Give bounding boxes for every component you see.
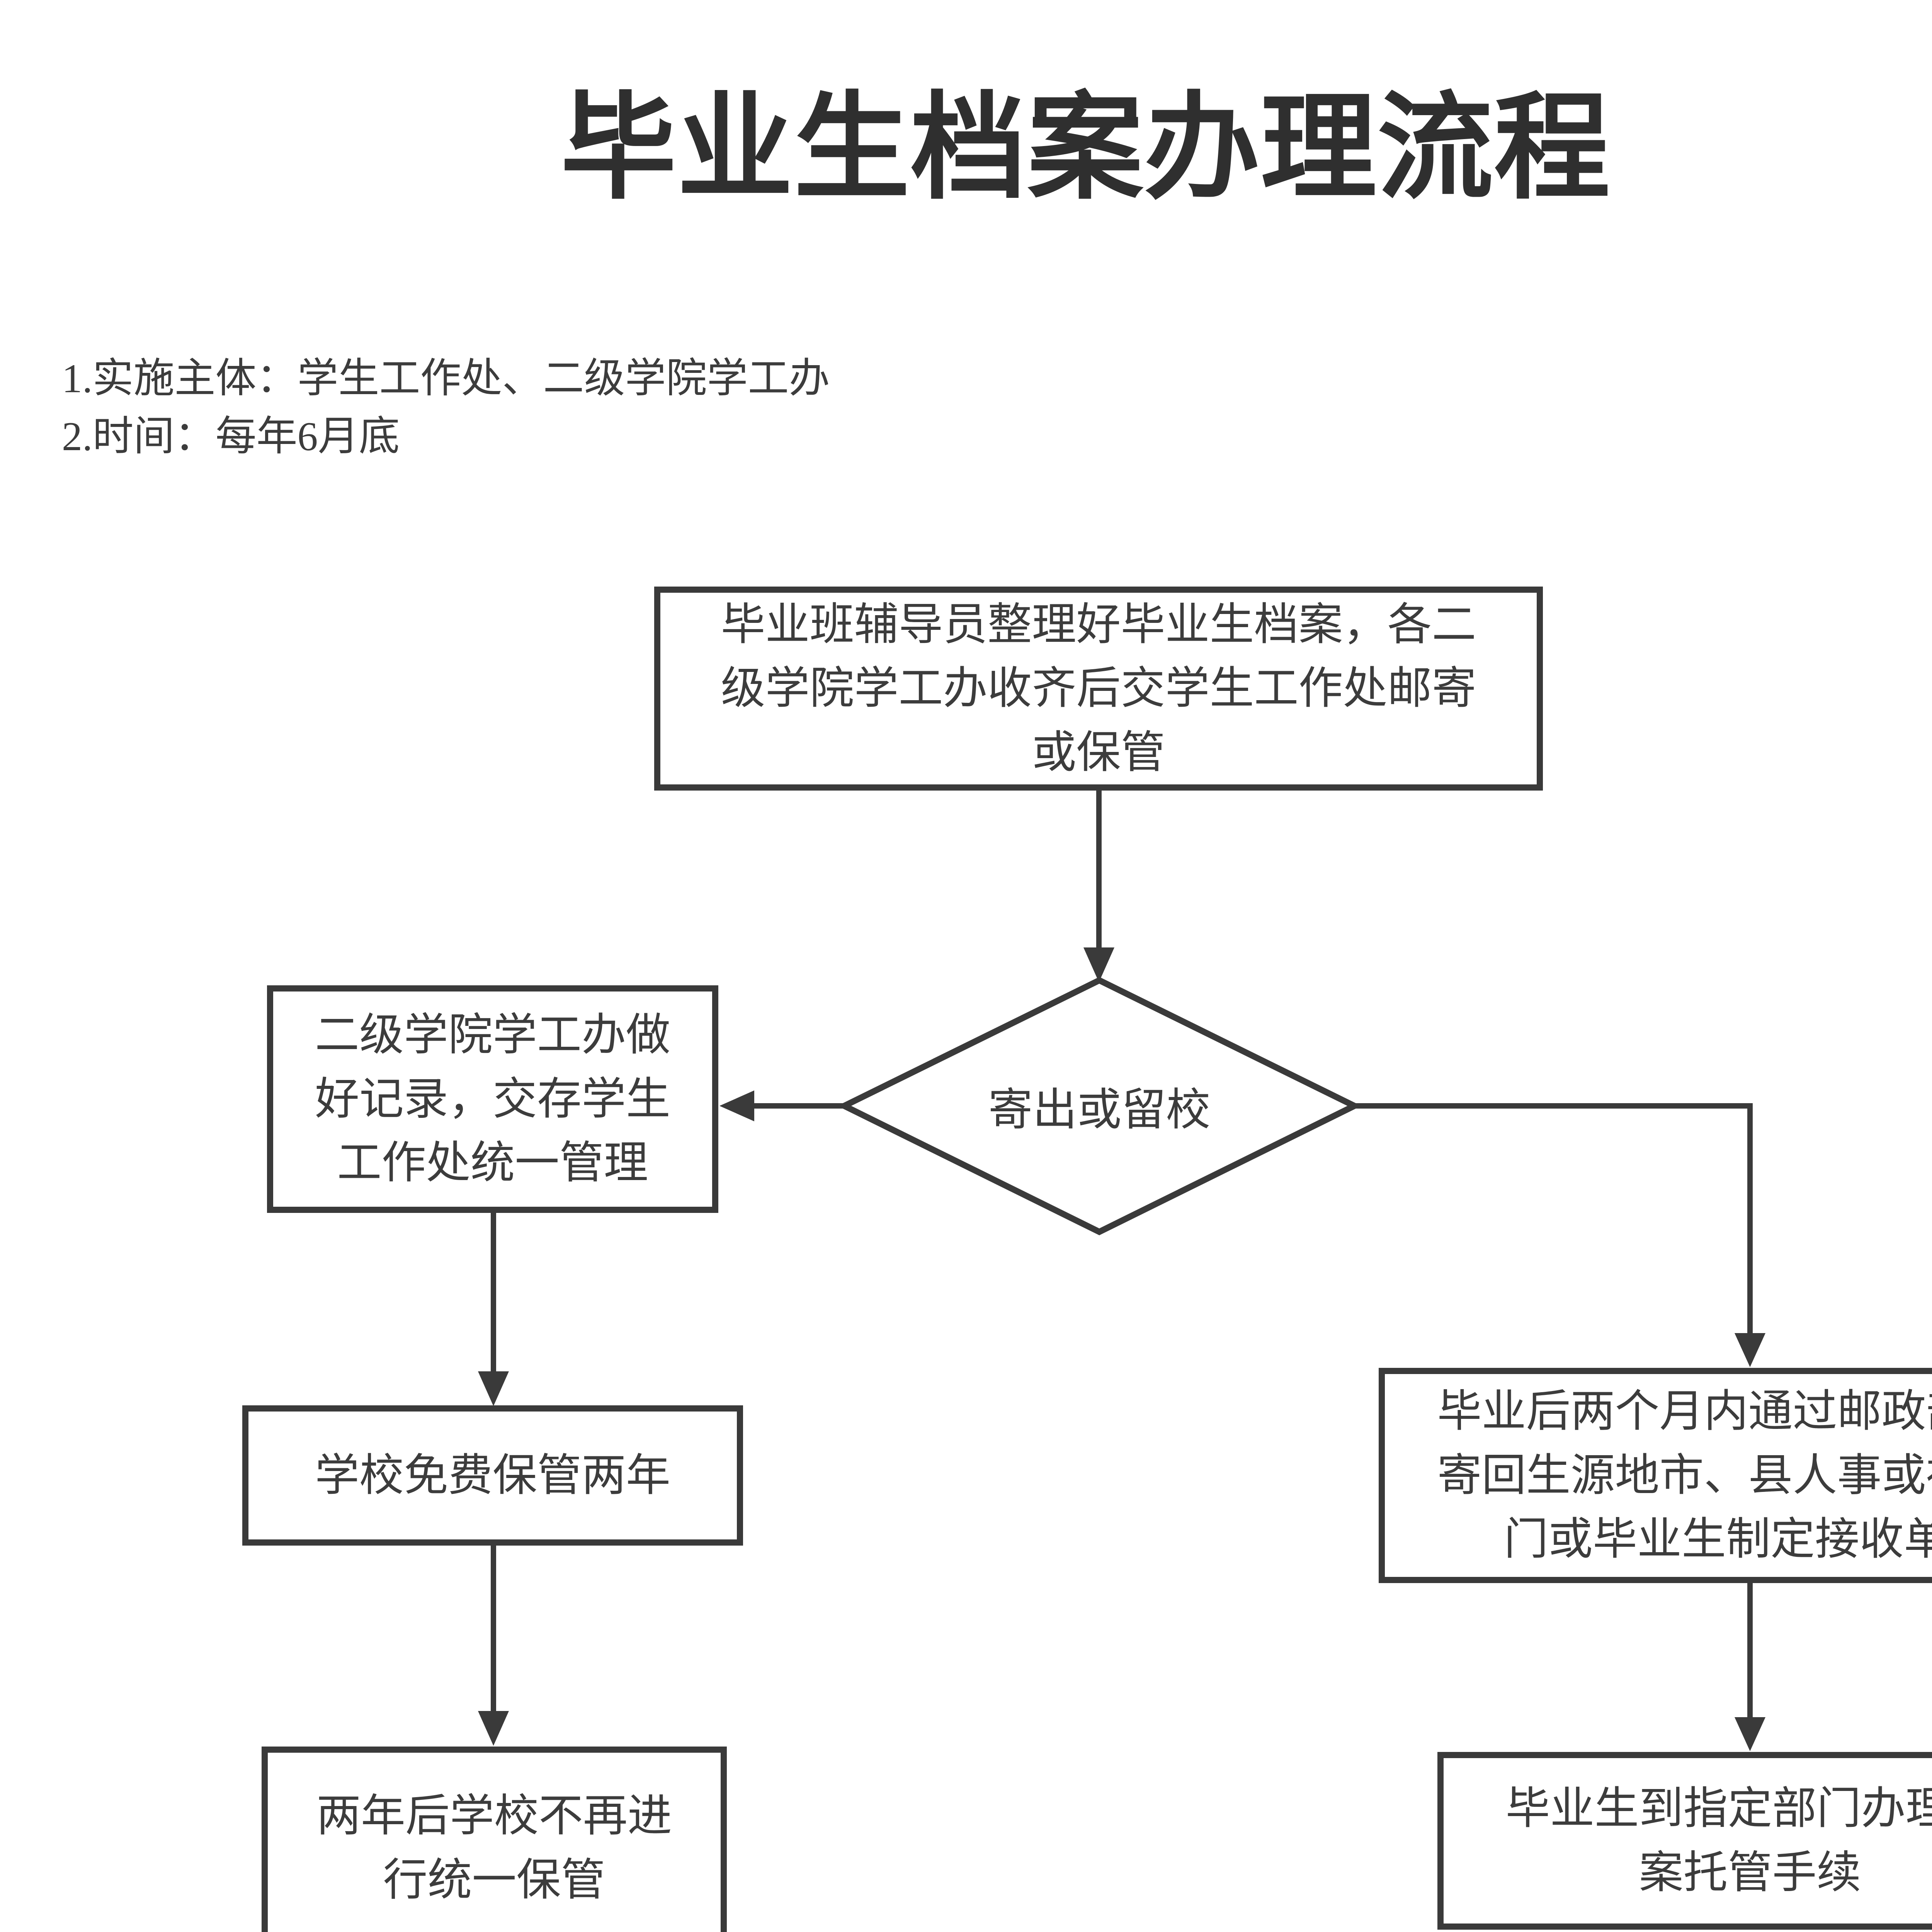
node-keep-record: 二级学院学工办做 好记录，交存学生 工作处统一管理 — [267, 985, 718, 1213]
arrowhead-down-deposit-icon — [1735, 1717, 1765, 1751]
node-keep-record-line: 工作处统一管理 — [337, 1138, 648, 1188]
node-free-storage-line: 学校免费保管两年 — [315, 1451, 670, 1500]
node-start-line: 级学院学工办收齐后交学生工作处邮寄 — [721, 664, 1476, 713]
node-start-line: 毕业班辅导员整理好毕业生档案，各二 — [721, 600, 1476, 649]
edge-decision-to-mail-back — [1354, 1103, 1753, 1333]
node-start: 毕业班辅导员整理好毕业生档案，各二 级学院学工办收齐后交学生工作处邮寄 或保管 — [654, 587, 1543, 791]
node-no-storage-line: 行统一保管 — [383, 1855, 605, 1905]
node-no-storage: 两年后学校不再进 行统一保管 — [262, 1747, 727, 1932]
notes-block: 1.实施主体：学生工作处、二级学院学工办 2.时间：每年6月底 — [62, 350, 830, 466]
node-deposit-text: 毕业生到指定部门办理档 案托管手续 — [1493, 1777, 1932, 1905]
arrowhead-down-no-storage-icon — [478, 1711, 509, 1746]
decision-diamond-shape — [837, 977, 1362, 1235]
node-start-text: 毕业班辅导员整理好毕业生档案，各二 级学院学工办收齐后交学生工作处邮寄 或保管 — [708, 593, 1489, 785]
node-decision-label: 寄出或留校 — [988, 1085, 1211, 1134]
node-deposit: 毕业生到指定部门办理档 案托管手续 — [1437, 1752, 1932, 1930]
node-mail-back-line: 门或毕业生制定接收单位 — [1503, 1515, 1932, 1564]
node-no-storage-text: 两年后学校不再进 行统一保管 — [311, 1784, 678, 1912]
arrowhead-down-decision-icon — [1083, 947, 1114, 982]
node-mail-back: 毕业后两个月内通过邮政部门邮 寄回生源地市、县人事或社保部 门或毕业生制定接收单… — [1379, 1368, 1932, 1583]
node-mail-back-text: 毕业后两个月内通过邮政部门邮 寄回生源地市、县人事或社保部 门或毕业生制定接收单… — [1430, 1379, 1932, 1571]
arrowhead-down-mail-back-icon — [1735, 1333, 1765, 1367]
note-implementer: 1.实施主体：学生工作处、二级学院学工办 — [62, 356, 830, 401]
node-keep-record-line: 二级学院学工办做 — [315, 1010, 670, 1060]
node-free-storage: 学校免费保管两年 — [242, 1405, 743, 1546]
node-deposit-line: 案托管手续 — [1639, 1848, 1861, 1897]
node-free-storage-text: 学校免费保管两年 — [315, 1444, 670, 1508]
node-mail-back-line: 毕业后两个月内通过邮政部门邮 — [1437, 1387, 1932, 1436]
node-keep-record-line: 好记录，交存学生 — [315, 1074, 670, 1124]
page-title: 毕业生档案办理流程 — [560, 85, 1611, 213]
node-keep-record-text: 二级学院学工办做 好记录，交存学生 工作处统一管理 — [309, 1003, 676, 1195]
arrowhead-left-keep-record-icon — [719, 1090, 754, 1121]
node-deposit-line: 毕业生到指定部门办理档 — [1505, 1784, 1932, 1833]
arrowhead-down-free-storage-icon — [478, 1371, 509, 1406]
node-start-line: 或保管 — [1032, 728, 1165, 777]
note-time: 2.时间：每年6月底 — [62, 414, 400, 459]
node-no-storage-line: 两年后学校不再进 — [316, 1791, 672, 1840]
node-mail-back-line: 寄回生源地市、县人事或社保部 — [1437, 1451, 1932, 1500]
